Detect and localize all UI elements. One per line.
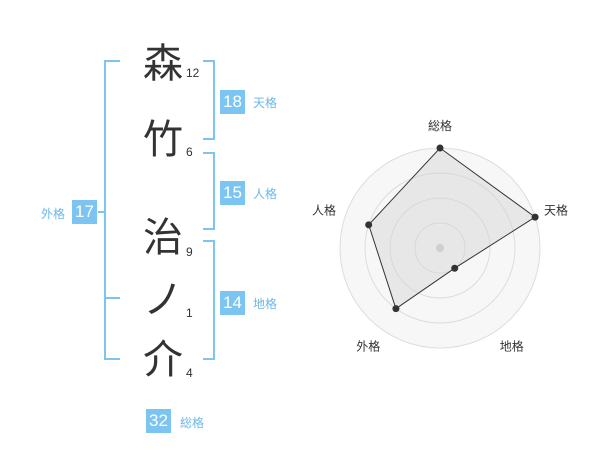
- radar-polygon: [368, 147, 536, 310]
- radar-ring-1: [414, 222, 466, 274]
- stroke-count-5: 4: [186, 366, 193, 380]
- gaikaku-value-badge: 17: [72, 200, 97, 224]
- radar-polygon-layer: [368, 147, 536, 310]
- gaikaku-bracket-vertical: [104, 60, 106, 360]
- radar-point-5: [365, 221, 373, 229]
- jinkaku-label: 人格: [253, 187, 278, 201]
- gaikaku-bracket-top: [104, 60, 120, 62]
- gaikaku-connector: [98, 211, 106, 213]
- radar-rings: [339, 147, 541, 349]
- stroke-count-1: 12: [186, 66, 200, 80]
- radar-center-dot: [436, 244, 444, 252]
- radar-axis-label-4: 外格: [356, 339, 380, 354]
- jinkaku-value-badge: 15: [220, 181, 245, 205]
- stroke-count-2: 6: [186, 145, 193, 159]
- jinkaku-bracket-bottom: [203, 228, 215, 230]
- name-char-1: 森: [143, 41, 183, 87]
- radar-ring-3: [364, 172, 516, 324]
- chikaku-bracket-vertical: [213, 240, 215, 360]
- radar-point-4: [392, 305, 400, 313]
- jinkaku-bracket-vertical: [213, 152, 215, 230]
- jinkaku-bracket-top: [203, 152, 215, 154]
- radar-point-3: [451, 264, 459, 272]
- gaikaku-bracket-bottom: [104, 358, 120, 360]
- tenkaku-label: 天格: [253, 96, 278, 110]
- tenkaku-bracket-top: [203, 60, 215, 62]
- radar-point-1: [436, 144, 444, 152]
- gaikaku-bracket-mid: [104, 297, 120, 299]
- tenkaku-bracket-vertical: [213, 60, 215, 140]
- name-char-3: 治: [143, 215, 183, 261]
- name-char-5: 介: [143, 337, 183, 383]
- chikaku-bracket-bottom: [203, 358, 215, 360]
- soukaku-label: 総格: [180, 416, 205, 430]
- chikaku-value-badge: 14: [220, 291, 245, 315]
- radar-point-2: [531, 213, 539, 221]
- radar-ring-2: [389, 197, 491, 299]
- radar-points: [365, 144, 539, 313]
- tenkaku-value-badge: 18: [220, 90, 245, 114]
- chikaku-bracket-top: [203, 240, 215, 242]
- soukaku-value-badge: 32: [146, 409, 171, 433]
- radar-axis-label-2: 天格: [544, 202, 568, 217]
- name-char-2: 竹: [143, 117, 183, 163]
- stroke-count-4: 1: [186, 306, 193, 320]
- name-char-4: ノ: [143, 277, 183, 323]
- radar-axis-label-5: 人格: [312, 202, 336, 217]
- gaikaku-label: 外格: [41, 207, 66, 221]
- chikaku-label: 地格: [253, 297, 278, 311]
- stroke-count-3: 9: [186, 245, 193, 259]
- radar-axis-label-1: 総格: [428, 118, 452, 133]
- tenkaku-bracket-bottom: [203, 138, 215, 140]
- radar-axis-label-3: 地格: [500, 339, 524, 354]
